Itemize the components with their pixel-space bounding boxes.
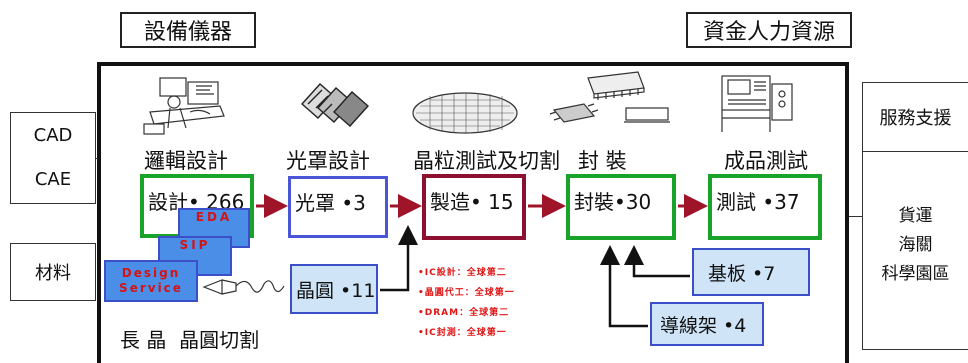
rankings-list: •IC設計：全球第二 •晶圓代工：全球第一 •DRAM：全球第二 •IC封測：全… bbox=[418, 263, 515, 343]
design-service-line2: Service bbox=[119, 281, 183, 295]
ic-package-icon bbox=[549, 71, 670, 123]
leadframe-supply-box: 導線架 •4 bbox=[650, 302, 764, 346]
arrow-leadframe-to-package bbox=[600, 245, 648, 328]
funding-hr-label: 資金人力資源 bbox=[686, 12, 852, 48]
photomask-icon bbox=[301, 83, 369, 127]
design-service-line1: Design bbox=[121, 266, 181, 280]
arrow-substrate-to-package bbox=[624, 245, 690, 278]
ranking-ic-packaging-test: •IC封測：全球第一 bbox=[418, 328, 507, 338]
science-park-label: 科學園區 bbox=[881, 264, 950, 284]
cad-cae-box: CAD CAE bbox=[10, 112, 96, 204]
main-frame bbox=[97, 62, 849, 363]
cae-label: CAE bbox=[34, 168, 72, 190]
stage-packaging: 封 裝 bbox=[578, 149, 627, 173]
equipment-label: 設備儀器 bbox=[120, 12, 256, 48]
package-box: 封裝•30 bbox=[566, 174, 676, 240]
connector-line bbox=[96, 158, 98, 159]
wafer-supply-box: 晶圓 •11 bbox=[290, 264, 378, 314]
connector-line bbox=[849, 216, 862, 217]
test-equipment-icon bbox=[721, 75, 793, 132]
crystal-growth-wafer-slicing-label: 長 晶 晶圓切割 bbox=[120, 328, 260, 352]
stage-final-test: 成品測試 bbox=[724, 149, 808, 173]
arrow-wafer-to-manufacture bbox=[380, 225, 418, 292]
manufacture-box: 製造• 15 bbox=[422, 174, 526, 240]
bonding-wire-icon bbox=[202, 279, 285, 295]
ranking-dram: •DRAM：全球第二 bbox=[418, 308, 510, 318]
stage-logic-design: 邏輯設計 bbox=[144, 149, 228, 173]
substrate-supply-box: 基板 •7 bbox=[692, 248, 810, 296]
test-box: 測試 •37 bbox=[708, 174, 822, 240]
service-support-label: 服務支援 bbox=[863, 83, 968, 152]
freight-label: 貨運 bbox=[898, 206, 933, 226]
ranking-foundry: •晶圓代工：全球第一 bbox=[418, 288, 515, 298]
right-support-box: 服務支援 貨運 海關 科學園區 bbox=[862, 82, 968, 350]
wafer-icon bbox=[412, 92, 518, 134]
stage-mask-design: 光罩設計 bbox=[286, 149, 370, 173]
design-service-box: Design Service bbox=[104, 260, 198, 302]
designer-workstation-icon bbox=[143, 77, 225, 135]
ranking-ic-design: •IC設計：全球第二 bbox=[418, 268, 507, 278]
stage-wafer-probe: 晶粒測試及切割 bbox=[413, 149, 560, 173]
customs-label: 海關 bbox=[898, 235, 933, 255]
cad-label: CAD bbox=[33, 124, 73, 146]
materials-box: 材料 bbox=[10, 243, 96, 301]
mask-box: 光罩 •3 bbox=[288, 176, 388, 238]
